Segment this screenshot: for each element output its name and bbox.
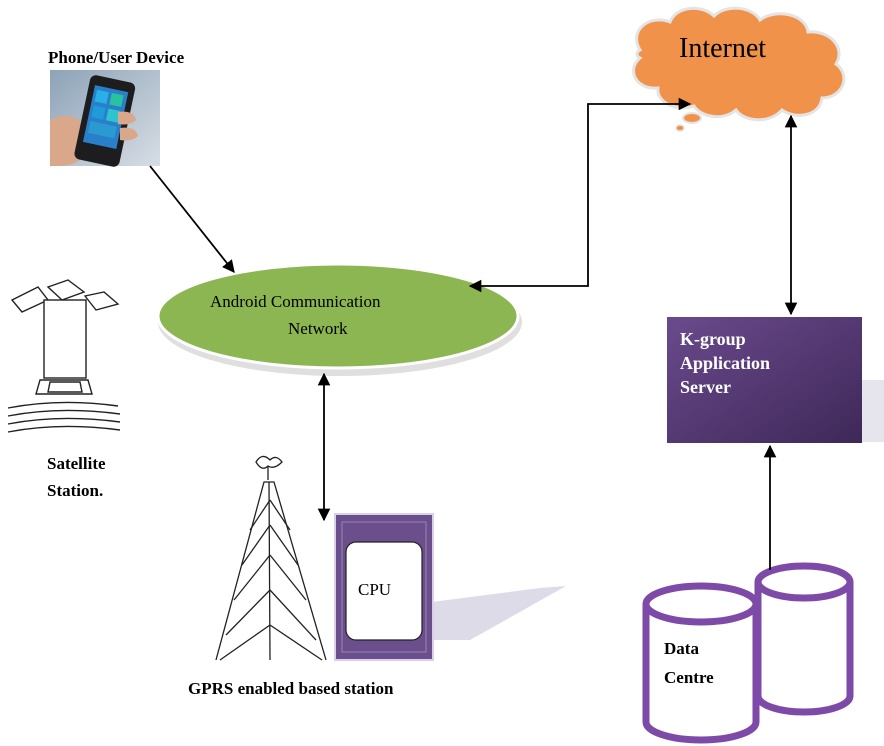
arrow-network-internet (468, 97, 692, 293)
satellite-icon (7, 279, 121, 433)
internet-label: Internet (679, 33, 766, 64)
phone-label: Phone/User Device (48, 48, 185, 67)
server-label-line2: Application (680, 353, 770, 373)
satellite-label-line1: Satellite (47, 454, 106, 473)
network-label-line2: Network (288, 319, 348, 338)
network-label-line1: Android Communication (210, 292, 381, 311)
datacentre-label-line2: Centre (664, 668, 714, 687)
arrow-phone-to-network (149, 165, 235, 273)
radio-tower-icon (215, 455, 327, 661)
gprs-label: GPRS enabled based station (188, 679, 394, 698)
satellite-label-line2: Station. (47, 481, 103, 500)
cpu-label: CPU (358, 580, 391, 599)
internet-cloud-icon (632, 6, 846, 132)
android-network-ellipse (156, 262, 522, 376)
cpu-box (334, 513, 566, 661)
server-label-line1: K-group (680, 329, 746, 349)
application-server-box (667, 317, 884, 443)
server-label-line3: Server (680, 377, 731, 397)
smartphone-photo-icon (50, 70, 160, 167)
database-cylinders-icon (642, 562, 854, 744)
connectors (149, 97, 798, 570)
datacentre-label-line1: Data (664, 639, 699, 658)
